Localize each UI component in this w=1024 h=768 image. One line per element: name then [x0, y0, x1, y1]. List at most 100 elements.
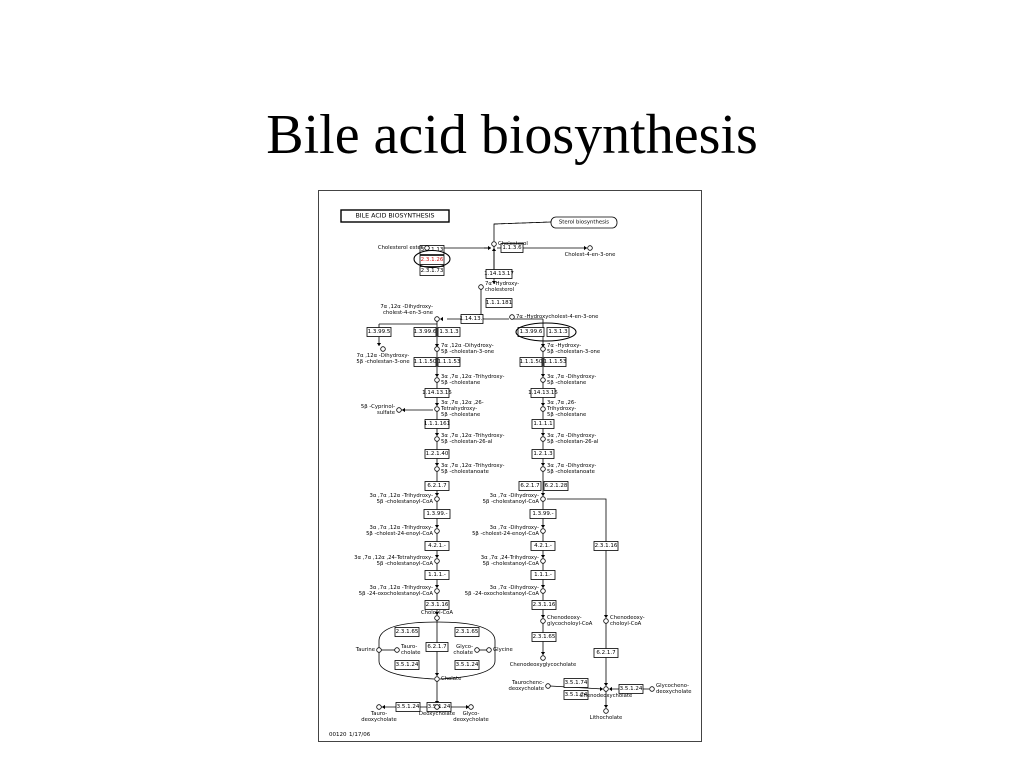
compound-node[interactable]: Cholest-4-en-3-one — [565, 245, 616, 258]
enzyme-box[interactable]: 1.3.99.5 — [366, 327, 392, 337]
compound-node[interactable]: 3α ,7α ,26-Trihydroxy-5β -cholestane — [540, 400, 587, 418]
compound-node[interactable]: Chenodeoxy-glycocholoyl-CoA — [540, 615, 593, 627]
compound-node[interactable]: 3α ,7α ,12α ,24-Tetrahydroxy-5β -cholest… — [354, 555, 440, 567]
compound-node[interactable]: Taurine — [355, 647, 382, 653]
enzyme-box[interactable]: 1.14.13.17 — [484, 269, 514, 279]
enzyme-box[interactable]: 2.3.1.16 — [531, 600, 557, 610]
enzyme-box[interactable]: 3.5.1.74 — [563, 678, 589, 688]
enzyme-box[interactable]: 2.3.1.73 — [419, 266, 445, 276]
arrow-head — [540, 585, 546, 588]
compound-node[interactable]: 3α ,7α ,12α -Trihydroxy-5β -cholestanoat… — [434, 463, 505, 475]
compound-node[interactable]: 3α ,7α -Dihydroxy-5β -cholestanoate — [540, 463, 597, 475]
compound-label: 3α ,7α ,12α -Trihydroxy-5β -cholestan-26… — [441, 433, 505, 445]
compound-node[interactable]: Tauro-deoxycholate — [361, 704, 397, 724]
compound-circle — [434, 436, 440, 442]
enzyme-box[interactable]: 6.2.1.7 — [424, 481, 450, 491]
compound-node[interactable]: 3α ,7α -Dihydroxy-5β -cholestan-26-al — [540, 433, 599, 445]
enzyme-box[interactable]: 1.1.1.161 — [424, 419, 450, 429]
compound-node[interactable]: 3α ,7α ,12α ,26-Tetrahydroxy-5β -cholest… — [434, 400, 484, 418]
compound-node[interactable]: 7α ,12α -Dihydroxy-5β -cholestan-3-one — [356, 346, 410, 366]
enzyme-box[interactable]: 6.2.1.28 — [543, 481, 569, 491]
enzyme-label: 6.2.1.7 — [427, 483, 447, 489]
compound-node[interactable]: 7α -Hydroxy-5β -cholestan-3-one — [540, 343, 600, 355]
compound-node[interactable]: 3α ,7α ,12α -Trihydroxy-5β -cholestan-26… — [434, 433, 505, 445]
enzyme-box[interactable]: 6.2.1.7 — [518, 481, 542, 491]
enzyme-label: 1.2.1.40 — [426, 451, 449, 457]
compound-node[interactable]: Chenodeoxycholate — [580, 686, 632, 699]
enzyme-box[interactable]: 1.1.1.1 — [531, 419, 555, 429]
enzyme-box[interactable]: 2.3.1.16 — [593, 541, 619, 551]
enzyme-box[interactable]: 3.5.1.24 — [394, 660, 420, 670]
enzyme-box[interactable]: 1.3.99.- — [529, 509, 557, 519]
enzyme-box[interactable]: 6.2.1.7 — [425, 642, 449, 652]
compound-node[interactable]: 3α ,7α ,12α -Trihydroxy-5β -cholest-24-e… — [366, 525, 440, 537]
compound-node[interactable]: 3α ,7α ,24-Trihydroxy-5β -cholestanoyl-C… — [481, 555, 546, 567]
enzyme-box[interactable]: 3.5.1.24 — [395, 702, 421, 712]
enzyme-box[interactable]: 1.1.1.53 — [437, 357, 461, 367]
compound-node[interactable]: Choloyl-CoA — [421, 610, 453, 621]
compound-node[interactable]: 3α ,7α ,12α -Trihydroxy-5β -24-oxocholes… — [359, 585, 440, 597]
enzyme-box[interactable]: 1.3.1.3 — [546, 327, 570, 337]
compound-label: 3α ,7α -Dihydroxy-5β -cholestanoate — [547, 463, 596, 475]
enzyme-box[interactable]: 3.5.1.24 — [563, 690, 589, 700]
enzyme-box[interactable]: 1.1.1.50 — [519, 357, 543, 367]
enzyme-box[interactable]: 2.3.1.65 — [531, 632, 557, 642]
arrow-head — [491, 281, 497, 284]
sterol-biosynthesis-link[interactable]: Sterol biosynthesis — [559, 220, 609, 226]
compound-node[interactable]: Taurochenc-deoxycholate — [508, 680, 551, 692]
enzyme-box[interactable]: 2.3.1.26 — [419, 255, 445, 265]
enzyme-box[interactable]: 2.3.1.65 — [394, 627, 420, 637]
compound-node[interactable]: Cholesterol — [491, 241, 528, 247]
compound-node[interactable]: Deoxycholate — [419, 704, 455, 717]
enzyme-label: 3.5.1.24 — [565, 692, 588, 698]
compound-node[interactable]: Lithocholate — [590, 708, 623, 721]
enzyme-box[interactable]: 4.2.1.- — [530, 541, 556, 551]
compound-node[interactable]: 7α ,12α -Dihydroxy-cholest-4-en-3-one — [380, 304, 440, 322]
enzyme-box[interactable]: 3.5.1.24 — [618, 684, 644, 694]
compound-node[interactable]: Glycine — [486, 647, 513, 653]
arrow-head — [540, 555, 546, 558]
compound-node[interactable]: 3α ,7α -Dihydroxy-5β -24-oxocholestanoyl… — [465, 585, 546, 597]
compound-node[interactable]: 7α -Hydroxycholest-4-en-3-one — [509, 314, 599, 320]
enzyme-box[interactable]: 1.3.99.- — [423, 509, 451, 519]
compound-node[interactable]: 7α -Hydroxy-cholesterol — [478, 281, 520, 293]
enzyme-box[interactable]: 2.3.1.65 — [454, 627, 480, 637]
compound-node[interactable]: 3α ,7α -Dihydroxy-5β -cholestanoyl-CoA — [483, 493, 546, 505]
enzyme-box[interactable]: 1.14.13.- — [460, 314, 485, 324]
compound-node[interactable]: Chenodeoxy-choloyl-CoA — [603, 615, 645, 627]
enzyme-box[interactable]: 1.1.1.53 — [543, 357, 567, 367]
compound-circle — [434, 676, 440, 682]
enzyme-box[interactable]: 1.14.13.15 — [422, 388, 452, 398]
enzyme-label: 3.5.1.24 — [397, 704, 420, 710]
compound-node[interactable]: 3α ,7α ,12α -Trihydroxy-5β -cholestane — [434, 374, 505, 386]
compound-node[interactable]: 5β -Cyprinol-sulfate — [361, 404, 402, 416]
compound-node[interactable]: Chenodeoxyglycocholate — [510, 655, 577, 668]
compound-node[interactable]: 7α ,12α -Dihydroxy-5β -cholestan-3-one — [434, 343, 494, 355]
enzyme-box[interactable]: 1.3.1.3 — [437, 327, 461, 337]
enzyme-box[interactable]: 1.1.1.- — [424, 570, 450, 580]
compound-node[interactable]: Glyco-deoxycholate — [453, 704, 489, 724]
compound-node[interactable]: Cholesterol ester — [378, 245, 430, 251]
compound-node[interactable]: Glyco-cholate — [453, 644, 480, 656]
compound-label: Glycocheno-deoxycholate — [656, 683, 692, 695]
enzyme-box[interactable]: 1.1.1.- — [530, 570, 556, 580]
enzyme-box[interactable]: 1.2.1.40 — [424, 449, 450, 459]
enzyme-box[interactable]: 1.1.1.50 — [413, 357, 437, 367]
enzyme-box[interactable]: 4.2.1.- — [424, 541, 450, 551]
compound-node[interactable]: 3α ,7α -Dihydroxy-5β -cholest-24-enoyl-C… — [472, 525, 546, 537]
enzyme-box[interactable]: 1.14.13.15 — [528, 388, 558, 398]
enzyme-box[interactable]: 1.2.1.3 — [531, 449, 555, 459]
compound-node[interactable]: Cholate — [434, 676, 462, 682]
arrow-head — [603, 683, 609, 686]
enzyme-box[interactable]: 2.3.1.16 — [424, 600, 450, 610]
compound-node[interactable]: Glycocheno-deoxycholate — [649, 683, 692, 695]
enzyme-box[interactable]: 3.5.1.24 — [454, 660, 480, 670]
enzyme-box[interactable]: 1.3.99.6 — [413, 327, 437, 337]
compound-node[interactable]: 3α ,7α ,12α -Trihydroxy-5β -cholestanoyl… — [370, 493, 440, 505]
compound-node[interactable]: Tauro-cholate — [394, 644, 421, 656]
enzyme-box[interactable]: 1.1.1.181 — [485, 298, 513, 308]
compound-node[interactable]: 3α ,7α -Dihydroxy-5β -cholestane — [540, 374, 597, 386]
enzyme-box[interactable]: 1.1.3.6 — [500, 243, 524, 253]
enzyme-box[interactable]: 6.2.1.7 — [593, 648, 619, 658]
enzyme-box[interactable]: 1.3.99.6 — [517, 327, 545, 337]
